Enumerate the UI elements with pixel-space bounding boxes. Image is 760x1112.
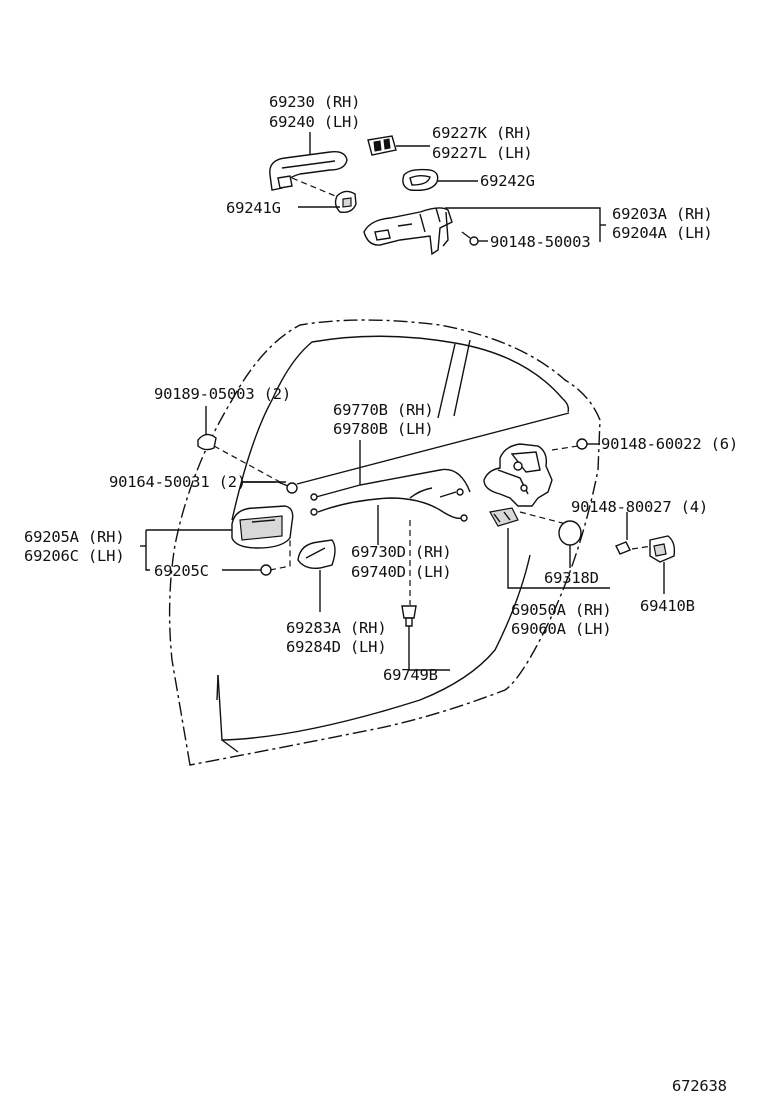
striker-69410b bbox=[649, 535, 676, 594]
bolt-90148-60022 bbox=[576, 438, 600, 450]
bolt-dash-60022 bbox=[551, 445, 579, 451]
label-90148-80027: 90148-80027 (4) bbox=[571, 498, 708, 516]
gasket-69242g bbox=[402, 168, 439, 192]
clip-dash-line bbox=[213, 445, 281, 483]
label-90148-50003: 90148-50003 bbox=[490, 233, 590, 251]
screw-90164 bbox=[277, 481, 298, 494]
cap-69227k bbox=[367, 135, 397, 156]
label-69241g: 69241G bbox=[226, 199, 281, 217]
label-69410b: 69410B bbox=[640, 597, 695, 615]
bezel-69283a bbox=[297, 539, 336, 570]
leader-69050a bbox=[507, 528, 610, 589]
cable-69770b bbox=[310, 440, 471, 501]
label-69203a: 69203A (RH) bbox=[612, 205, 712, 223]
label-69050a: 69050A (RH) bbox=[511, 601, 611, 619]
part-labels: 69230 (RH) 69240 (LH) 69227K (RH) 69227L… bbox=[24, 93, 738, 1095]
label-69204a: 69204A (LH) bbox=[612, 224, 712, 242]
label-69749b: 69749B bbox=[383, 666, 438, 684]
door-outline bbox=[168, 319, 601, 766]
label-69770b: 69770B (RH) bbox=[333, 401, 433, 419]
door-lock-69050a bbox=[483, 443, 553, 527]
label-69227l: 69227L (LH) bbox=[432, 144, 532, 162]
label-69730d: 69730D (RH) bbox=[351, 543, 451, 561]
hole-plug-69318d bbox=[558, 520, 582, 568]
label-90164: 90164-50031 (2) bbox=[109, 473, 246, 491]
label-69060a: 69060A (LH) bbox=[511, 620, 611, 638]
frame-69203a bbox=[363, 207, 453, 256]
label-69242g: 69242G bbox=[480, 172, 535, 190]
cable-69730d bbox=[310, 487, 468, 545]
label-69205a: 69205A (RH) bbox=[24, 528, 124, 546]
label-69318d: 69318D bbox=[544, 569, 599, 587]
outside-handle bbox=[269, 150, 348, 191]
label-69740d: 69740D (LH) bbox=[351, 563, 451, 581]
screw-69205c bbox=[254, 564, 272, 576]
label-90148-60022: 90148-60022 (6) bbox=[601, 435, 738, 453]
label-69283a: 69283A (RH) bbox=[286, 619, 386, 637]
label-69780b: 69780B (LH) bbox=[333, 420, 433, 438]
label-90189: 90189-05003 (2) bbox=[154, 385, 291, 403]
bolt-90148-50003 bbox=[461, 231, 479, 246]
label-69227k: 69227K (RH) bbox=[432, 124, 532, 142]
label-69284d: 69284D (LH) bbox=[286, 638, 386, 656]
lock-dash-line bbox=[519, 511, 567, 525]
screw-90148-80027 bbox=[615, 512, 631, 555]
inside-handle-69205a bbox=[231, 505, 294, 549]
label-69240: 69240 (LH) bbox=[269, 113, 360, 131]
diagram-id: 672638 bbox=[672, 1077, 727, 1095]
label-69230: 69230 (RH) bbox=[269, 93, 360, 111]
clip-90189 bbox=[197, 406, 217, 451]
label-69206c: 69206C (LH) bbox=[24, 547, 124, 565]
leader-69203a bbox=[445, 207, 601, 242]
handle-pad-69241g bbox=[334, 190, 357, 214]
clip-69749b bbox=[401, 520, 417, 670]
label-69205c: 69205C bbox=[154, 562, 209, 580]
